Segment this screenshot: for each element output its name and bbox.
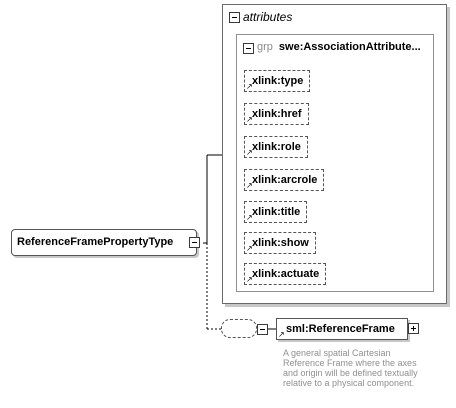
attribute-label: xlink:type — [252, 75, 304, 87]
reference-arrow-icon: ↗ — [246, 148, 253, 157]
reference-arrow-icon: ↗ — [278, 330, 285, 339]
child-element-expand-icon[interactable] — [408, 323, 419, 334]
attribute-label: xlink:show — [252, 237, 309, 249]
reference-arrow-icon: ↗ — [246, 244, 253, 253]
reference-arrow-icon: ↗ — [246, 213, 253, 222]
attribute-group-collapse-icon[interactable] — [243, 43, 254, 54]
reference-arrow-icon: ↗ — [246, 181, 253, 190]
attribute-group-header: grp swe:AssociationAttribute... — [257, 41, 421, 53]
child-element-label: sml:ReferenceFrame — [286, 323, 395, 335]
reference-arrow-icon: ↗ — [246, 82, 253, 91]
attribute-xlink-actuate[interactable]: xlink:actuate ↗ — [244, 263, 327, 285]
attribute-xlink-show[interactable]: xlink:show ↗ — [244, 232, 316, 254]
attribute-label: xlink:title — [252, 206, 301, 218]
reference-arrow-icon: ↗ — [246, 115, 253, 124]
sequence-collapse-icon[interactable] — [257, 324, 268, 335]
attribute-xlink-arcrole[interactable]: xlink:arcrole ↗ — [244, 169, 325, 191]
attribute-xlink-href[interactable]: xlink:href ↗ — [244, 103, 309, 125]
attribute-label: xlink:arcrole — [252, 174, 318, 186]
attribute-label: xlink:actuate — [252, 268, 320, 280]
element-annotation: A general spatial Cartesian Reference Fr… — [283, 348, 418, 388]
attribute-label: xlink:href — [252, 108, 302, 120]
attribute-label: xlink:role — [252, 141, 301, 153]
reference-arrow-icon: ↗ — [246, 275, 253, 284]
attribute-xlink-type[interactable]: xlink:type ↗ — [244, 70, 311, 92]
root-complex-type[interactable]: ReferenceFramePropertyType — [11, 229, 197, 256]
root-collapse-icon[interactable] — [189, 237, 200, 248]
child-element-reference-frame[interactable]: sml:ReferenceFrame ↗ — [276, 318, 408, 340]
attributes-label: attributes — [243, 10, 293, 24]
attributes-collapse-icon[interactable] — [229, 12, 240, 23]
attribute-group-prefix: grp — [257, 41, 273, 53]
sequence-compositor-icon[interactable] — [221, 319, 257, 338]
root-type-label: ReferenceFramePropertyType — [17, 236, 174, 248]
attribute-xlink-title[interactable]: xlink:title ↗ — [244, 201, 308, 223]
attribute-group-name: swe:AssociationAttribute... — [278, 41, 421, 53]
attribute-xlink-role[interactable]: xlink:role ↗ — [244, 136, 308, 158]
